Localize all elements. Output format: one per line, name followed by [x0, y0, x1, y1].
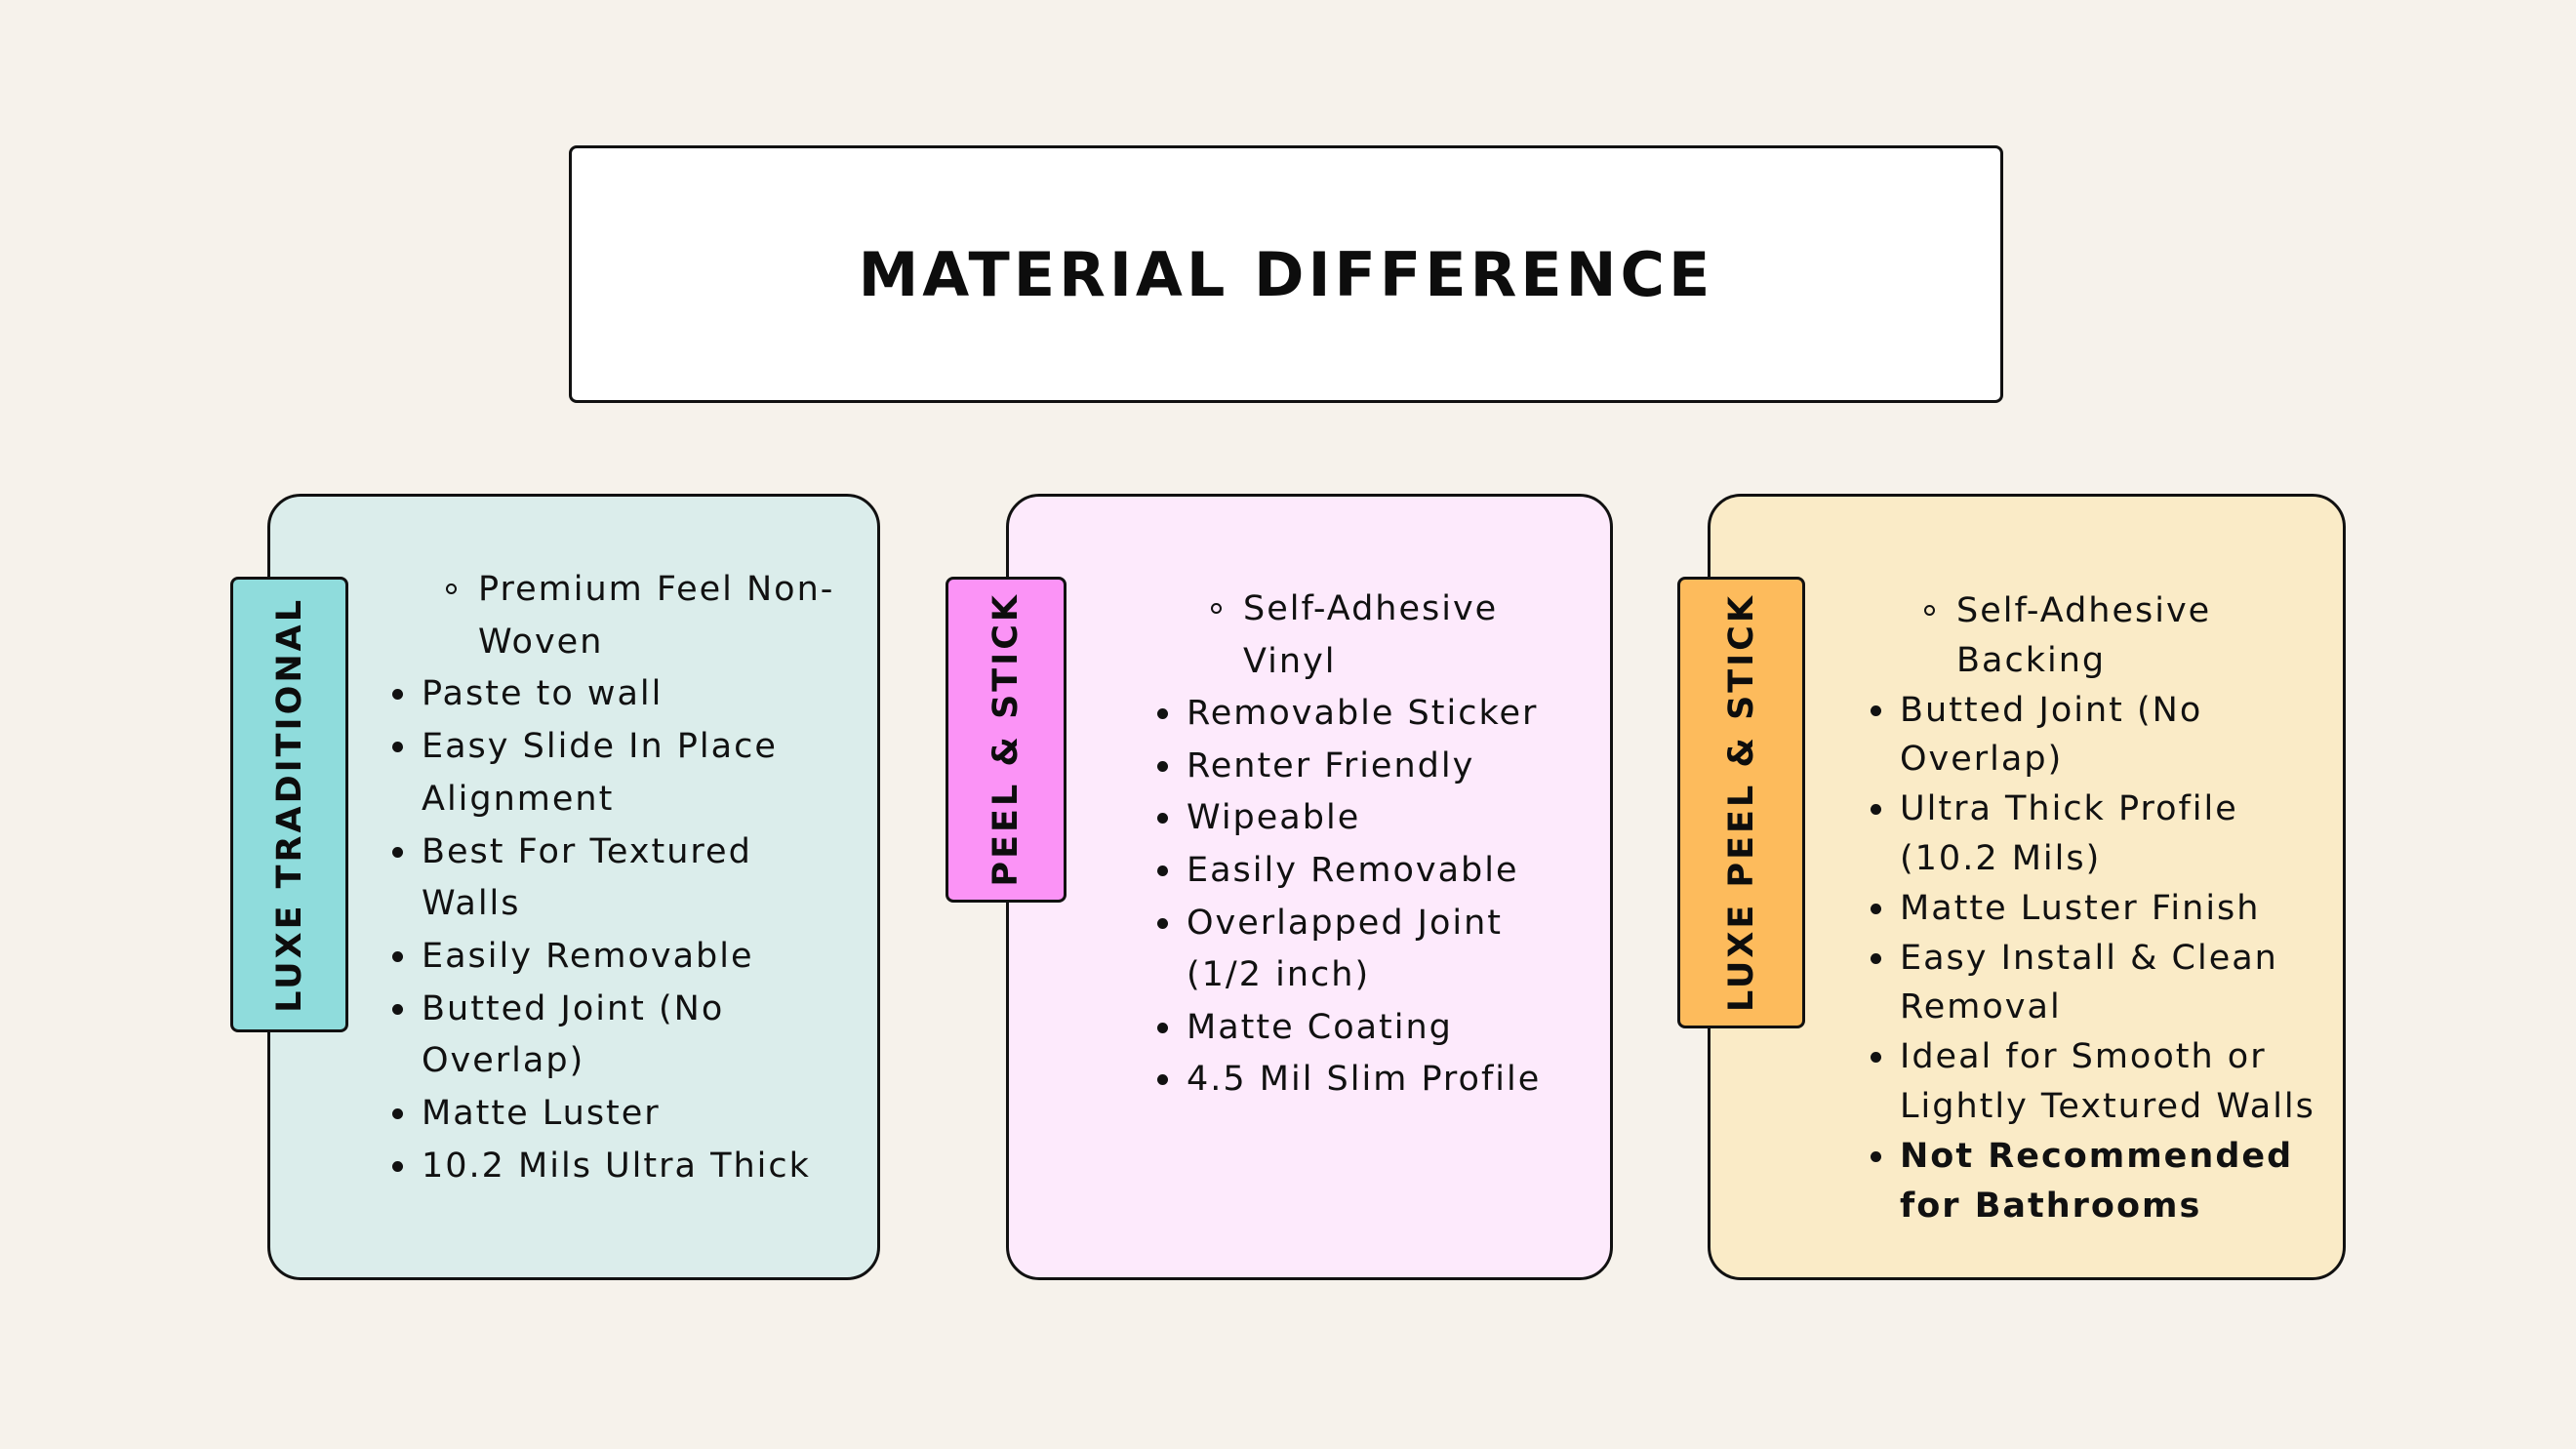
- list-item: 4.5 Mil Slim Profile: [1157, 1054, 1577, 1107]
- list-item-text: Butted Joint (No Overlap): [1900, 690, 2203, 780]
- bullet-icon: [392, 846, 403, 858]
- list-item-text: Matte Luster: [422, 1094, 661, 1134]
- bullet-icon: [1157, 760, 1168, 772]
- list-item: Premium Feel Non-Woven: [422, 564, 861, 668]
- bullet-icon: [1871, 704, 1881, 716]
- list-item-text: Ultra Thick Profile (10.2 Mils): [1900, 789, 2238, 878]
- hollow-bullet-icon: [446, 584, 457, 594]
- list-item: Overlapped Joint (1/2 inch): [1157, 898, 1577, 1002]
- list-item-text: 4.5 Mil Slim Profile: [1187, 1060, 1542, 1100]
- list-item: Easily Removable: [392, 931, 861, 984]
- list-item-text: Wipeable: [1187, 798, 1361, 838]
- list-item-text: Butted Joint (No Overlap): [422, 988, 725, 1081]
- list-item: Matte Luster Finish: [1871, 884, 2329, 934]
- tab-luxe-peel-and-stick: LUXE PEEL & STICK: [1677, 577, 1805, 1028]
- list-item: Paste to wall: [392, 668, 861, 721]
- bullet-icon: [1871, 903, 1881, 914]
- list-item-text: Easily Removable: [422, 936, 754, 976]
- card-luxe-peel-and-stick: [1708, 494, 2346, 1280]
- list-item-text: Best For Textured Walls: [422, 831, 752, 924]
- list-item: Wipeable: [1157, 792, 1577, 845]
- list-item-text: Easy Slide In Place Alignment: [422, 727, 778, 819]
- page-title: MATERIAL DIFFERENCE: [858, 238, 1714, 310]
- list-item: Easily Removable: [1157, 845, 1577, 898]
- list-item: Self-Adhesive Vinyl: [1187, 584, 1577, 688]
- list-item-text: Ideal for Smooth or Lightly Textured Wal…: [1900, 1037, 2315, 1126]
- card-label-luxe-traditional: LUXE TRADITIONAL: [269, 596, 309, 1013]
- list-item-text: Overlapped Joint (1/2 inch): [1187, 903, 1504, 995]
- list-item-text: Matte Luster Finish: [1900, 888, 2261, 928]
- list-item: Ultra Thick Profile (10.2 Mils): [1871, 785, 2329, 884]
- bullet-icon: [392, 950, 403, 962]
- list-item: Easy Slide In Place Alignment: [392, 721, 861, 825]
- list-item: Best For Textured Walls: [392, 826, 861, 931]
- list-item-text: Self-Adhesive Vinyl: [1243, 589, 1499, 681]
- list-item-text: Renter Friendly: [1187, 745, 1475, 785]
- hollow-bullet-icon: [1211, 603, 1222, 614]
- tab-peel-and-stick: PEEL & STICK: [946, 577, 1067, 903]
- list-item-text: Easily Removable: [1187, 850, 1519, 890]
- card-peel-and-stick: [1006, 494, 1613, 1280]
- bullet-icon: [1157, 708, 1168, 720]
- card-label-peel-and-stick: PEEL & STICK: [986, 592, 1026, 887]
- bullet-icon: [1157, 813, 1168, 825]
- bullet-icon: [392, 1003, 403, 1015]
- bullet-icon: [1871, 804, 1881, 816]
- bullet-icon: [1871, 1052, 1881, 1064]
- bullet-icon: [1871, 952, 1881, 964]
- bullet-icon: [392, 1108, 403, 1120]
- bullet-icon: [1157, 917, 1168, 929]
- list-item-text: Self-Adhesive Backing: [1956, 591, 2212, 680]
- list-item: Butted Joint (No Overlap): [1871, 686, 2329, 785]
- list-item: Matte Coating: [1157, 1002, 1577, 1055]
- list-item: Ideal for Smooth or Lightly Textured Wal…: [1871, 1032, 2329, 1132]
- tab-luxe-traditional: LUXE TRADITIONAL: [230, 577, 348, 1032]
- list-item-text: Easy Install & Clean Removal: [1900, 938, 2278, 1027]
- list-item-text: Not Recommended for Bathrooms: [1900, 1136, 2294, 1226]
- list-item: Self-Adhesive Backing: [1900, 586, 2329, 686]
- list-item: Not Recommended for Bathrooms: [1871, 1132, 2329, 1231]
- list-item: Removable Sticker: [1157, 688, 1577, 741]
- title-box: MATERIAL DIFFERENCE: [569, 145, 2003, 403]
- bullet-icon: [392, 689, 403, 701]
- card-label-luxe-peel-and-stick: LUXE PEEL & STICK: [1721, 592, 1761, 1013]
- list-item-text: Matte Coating: [1187, 1007, 1453, 1047]
- list-item-text: Removable Sticker: [1187, 694, 1539, 734]
- bullet-icon: [392, 742, 403, 753]
- hollow-bullet-icon: [1924, 605, 1935, 616]
- card-luxe-traditional: [267, 494, 880, 1280]
- list-item: Butted Joint (No Overlap): [392, 984, 861, 1088]
- list-item-text: Premium Feel Non-Woven: [478, 570, 835, 662]
- bullet-icon: [1157, 1074, 1168, 1086]
- list-item-text: 10.2 Mils Ultra Thick: [422, 1146, 811, 1186]
- bullet-icon: [1157, 865, 1168, 876]
- bullet-icon: [1157, 1022, 1168, 1033]
- bullet-icon: [1871, 1150, 1881, 1162]
- list-item: Renter Friendly: [1157, 741, 1577, 793]
- list-item: Easy Install & Clean Removal: [1871, 934, 2329, 1033]
- bullet-icon: [392, 1160, 403, 1172]
- list-item: Matte Luster: [392, 1088, 861, 1141]
- list-item-text: Paste to wall: [422, 674, 664, 714]
- list-item: 10.2 Mils Ultra Thick: [392, 1141, 861, 1193]
